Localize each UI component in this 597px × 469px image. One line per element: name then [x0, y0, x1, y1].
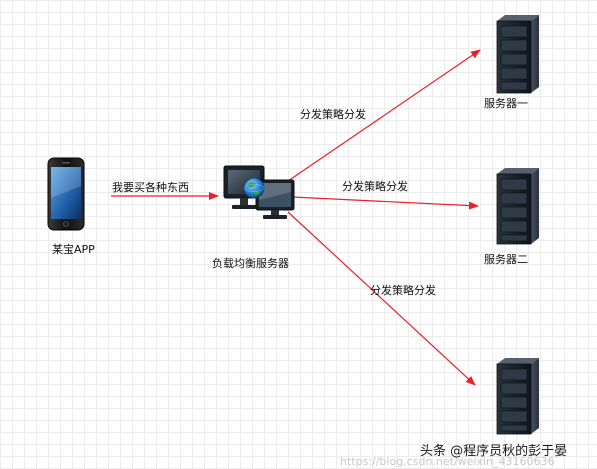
edge-to-server-2 — [291, 196, 479, 210]
server-1-arrow — [287, 49, 481, 182]
watermark-url: https://blog.csdn.net/weixin_43160636 — [340, 455, 555, 468]
watermark-attribution: 头条 @程序员秋的彭于晏 — [420, 444, 568, 459]
server-1-label: 服务器一 — [484, 97, 528, 110]
globe-icon — [243, 177, 265, 199]
client-label: 某宝APP — [52, 243, 95, 256]
balancer-label: 负载均衡服务器 — [212, 257, 289, 270]
server-2-arrow — [291, 196, 479, 210]
server-3-edge-label: 分发策略分发 — [370, 284, 436, 297]
server-3-arrow — [287, 211, 476, 386]
edge-to-server-1 — [287, 49, 481, 182]
load-balancer-icon — [223, 165, 295, 219]
server-2-icon — [496, 168, 539, 245]
server-2-label: 服务器二 — [484, 253, 528, 266]
request-edge-label: 我要买各种东西 — [112, 181, 189, 194]
smartphone-icon — [47, 157, 85, 231]
edge-to-server-3 — [287, 211, 476, 386]
server-1-icon — [496, 15, 539, 94]
server-3-icon — [496, 358, 539, 435]
server-2-edge-label: 分发策略分发 — [342, 180, 408, 193]
server-1-edge-label: 分发策略分发 — [300, 108, 366, 121]
